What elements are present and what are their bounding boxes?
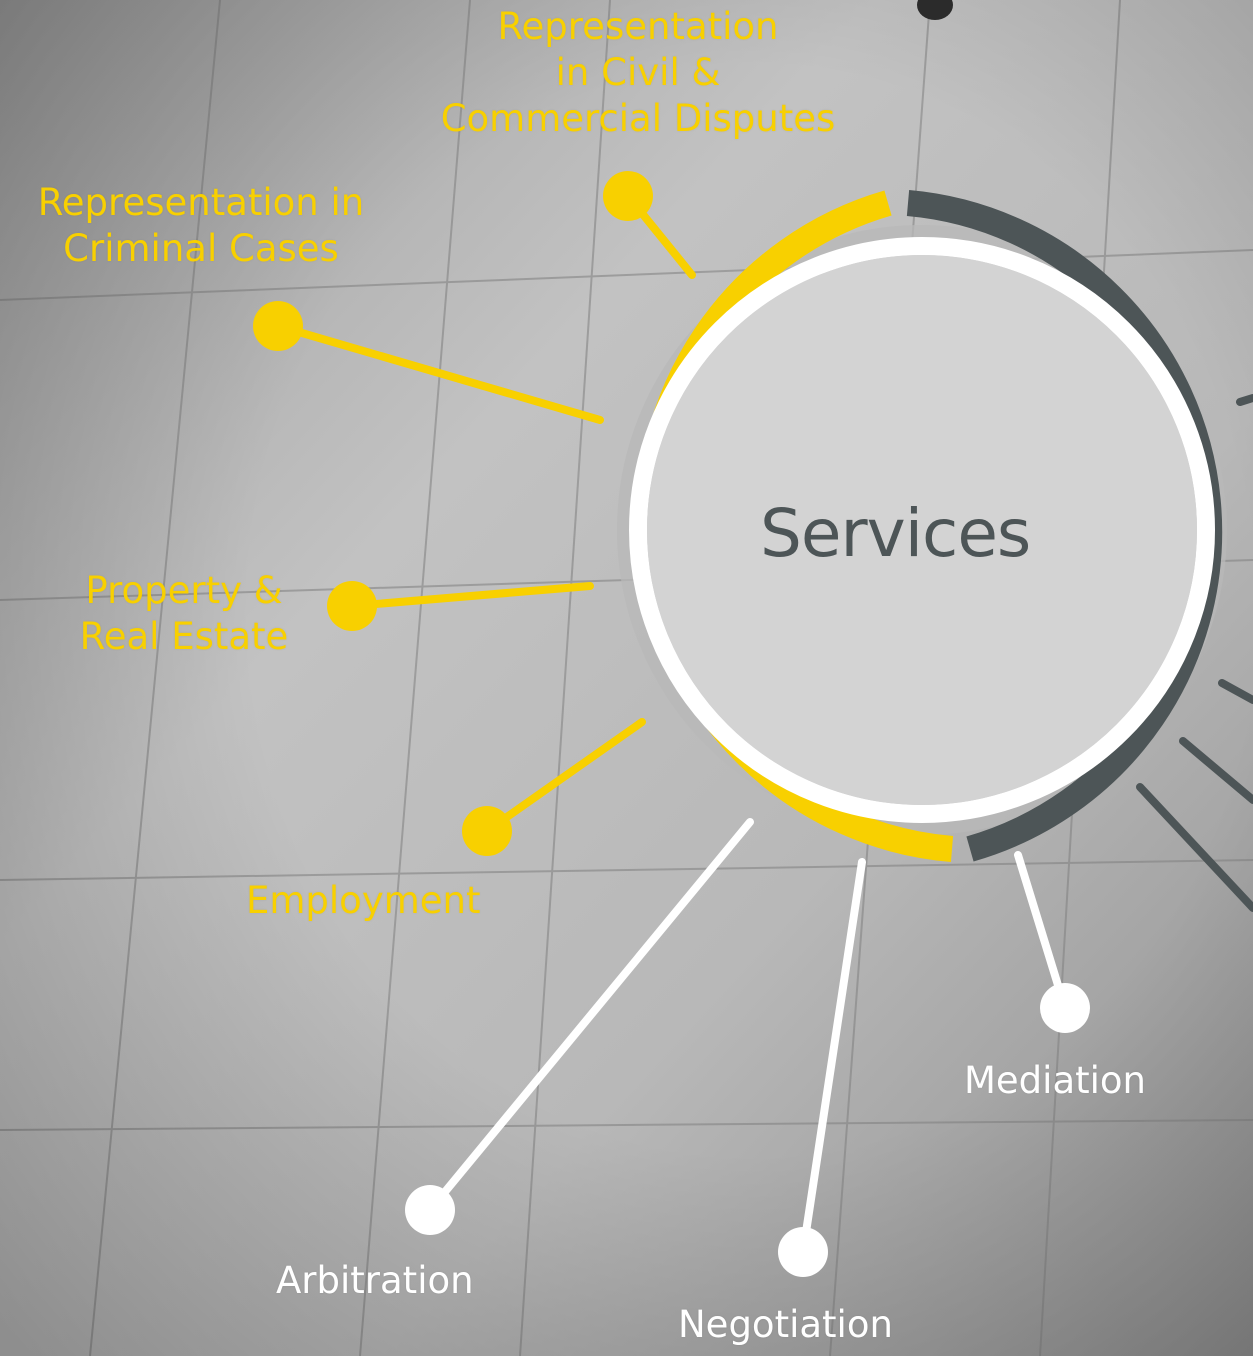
node-mediation bbox=[1040, 983, 1090, 1033]
center-ring bbox=[617, 190, 1227, 862]
label-employment-line-1: Employment bbox=[246, 879, 481, 922]
node-criminal bbox=[253, 301, 303, 351]
node-employment bbox=[462, 806, 512, 856]
label-mediation-line-1: Mediation bbox=[964, 1059, 1147, 1102]
node-property bbox=[327, 581, 377, 631]
label-negotiation-line-1: Negotiation bbox=[678, 1303, 893, 1346]
connector-negotiation bbox=[799, 858, 866, 1256]
node-negotiation bbox=[778, 1227, 828, 1277]
label-civil-line-2: in Civil & bbox=[555, 51, 721, 94]
label-criminal: Representation in Criminal Cases bbox=[18, 180, 384, 272]
connector-property bbox=[348, 582, 594, 610]
connector-right-4 bbox=[1136, 783, 1253, 912]
connector-employment bbox=[483, 718, 646, 835]
label-civil-line-3: Commercial Disputes bbox=[440, 97, 836, 140]
connector-right-2 bbox=[1218, 679, 1253, 704]
connector-mediation bbox=[1014, 851, 1069, 1012]
label-criminal-line-1: Representation in bbox=[37, 181, 365, 224]
label-property-line-2: Real Estate bbox=[79, 615, 289, 658]
label-arbitration: Arbitration bbox=[276, 1258, 474, 1304]
label-negotiation: Negotiation bbox=[678, 1302, 893, 1348]
label-property: Property & Real Estate bbox=[66, 568, 302, 660]
node-civil bbox=[603, 171, 653, 221]
label-property-line-1: Property & bbox=[85, 569, 283, 612]
nodes bbox=[253, 171, 1090, 1277]
label-arbitration-line-1: Arbitration bbox=[276, 1259, 474, 1302]
label-mediation: Mediation bbox=[964, 1058, 1146, 1104]
label-employment: Employment bbox=[246, 878, 480, 924]
center-title: Services bbox=[760, 495, 1031, 572]
connector-right-1 bbox=[1236, 394, 1253, 406]
connector-right-3 bbox=[1179, 737, 1253, 804]
label-civil-line-1: Representation bbox=[497, 5, 779, 48]
label-criminal-line-2: Criminal Cases bbox=[63, 227, 339, 270]
connector-criminal bbox=[274, 322, 604, 424]
label-civil: Representation in Civil & Commercial Dis… bbox=[420, 4, 856, 142]
node-arbitration bbox=[405, 1185, 455, 1235]
connector-arbitration bbox=[426, 818, 754, 1214]
